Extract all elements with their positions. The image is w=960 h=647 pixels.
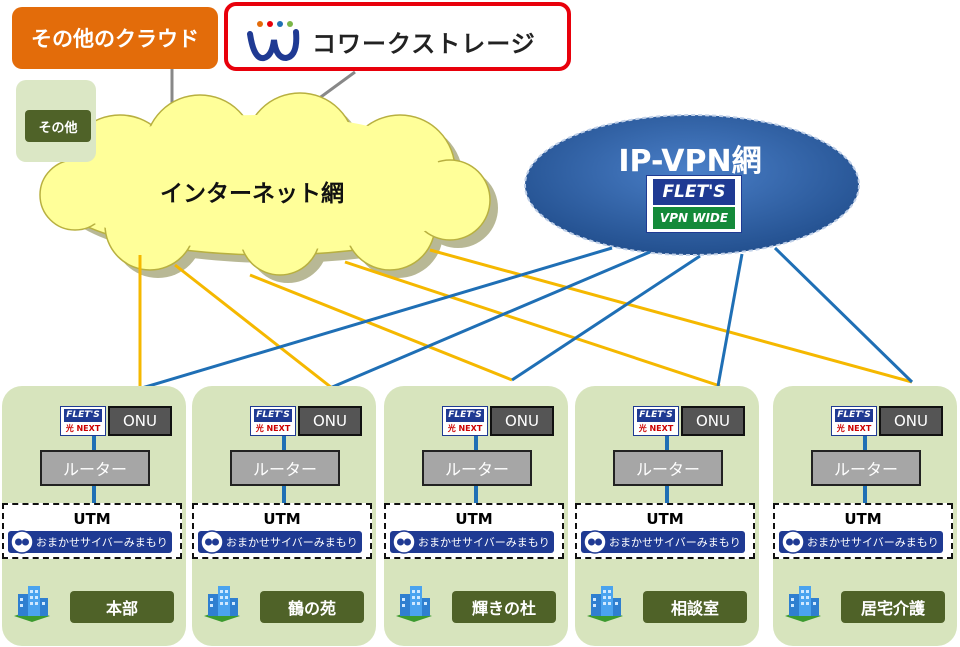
flets-badge-bottom: 光 NEXT bbox=[65, 424, 101, 433]
site-panel: FLET'S 光 NEXT ONU ルーター UTM おまかせサイバーみまもり bbox=[2, 386, 186, 646]
site-panel: FLET'S 光 NEXT ONU ルーター UTM おまかせサイバーみまもり bbox=[773, 386, 957, 646]
flets-vpn-wide-badge: FLET'S VPN WIDE bbox=[646, 175, 742, 233]
vpn-badge-top: FLET'S bbox=[653, 179, 735, 205]
building-icon bbox=[14, 586, 50, 622]
site-panel: FLET'S 光 NEXT ONU ルーター UTM おまかせサイバーみまもり bbox=[575, 386, 759, 646]
onu-box: ONU bbox=[879, 406, 943, 436]
omakase-label: おまかせサイバーみまもり bbox=[36, 536, 168, 549]
site-name-label: 居宅介護 bbox=[841, 591, 945, 623]
router-box: ルーター bbox=[230, 450, 340, 486]
router-utm-link bbox=[474, 486, 478, 503]
flets-badge-top: FLET'S bbox=[637, 409, 675, 422]
internet-links bbox=[138, 248, 913, 390]
omakase-cyber-mimamori-badge: おまかせサイバーみまもり bbox=[8, 530, 172, 554]
flets-badge-top: FLET'S bbox=[64, 409, 102, 422]
utm-box: UTM おまかせサイバーみまもり bbox=[192, 503, 372, 559]
omakase-label: おまかせサイバーみまもり bbox=[609, 536, 741, 549]
site-panel: FLET'S 光 NEXT ONU ルーター UTM おまかせサイバーみまもり bbox=[192, 386, 376, 646]
vpn-label: IP-VPN網 bbox=[618, 144, 762, 179]
vpn-badge-bottom: VPN WIDE bbox=[653, 207, 735, 229]
router-box: ルーター bbox=[422, 450, 532, 486]
utm-box: UTM おまかせサイバーみまもり bbox=[384, 503, 564, 559]
cowork-storage-box: コワークストレージ bbox=[224, 2, 571, 71]
vpn-links bbox=[141, 246, 914, 390]
site-name-label: 輝きの杜 bbox=[452, 591, 556, 623]
flets-badge-bottom: 光 NEXT bbox=[638, 424, 674, 433]
utm-label: UTM bbox=[844, 510, 882, 528]
onu-box: ONU bbox=[681, 406, 745, 436]
other-cloud-label: その他のクラウド bbox=[31, 27, 199, 51]
mimamori-shield-icon bbox=[392, 530, 416, 554]
omakase-cyber-mimamori-badge: おまかせサイバーみまもり bbox=[581, 530, 745, 554]
mimamori-shield-icon bbox=[583, 530, 607, 554]
utm-box: UTM おまかせサイバーみまもり bbox=[575, 503, 755, 559]
router-utm-link bbox=[863, 486, 867, 503]
onu-router-link bbox=[474, 436, 478, 450]
onu-router-link bbox=[863, 436, 867, 450]
utm-label: UTM bbox=[263, 510, 301, 528]
omakase-cyber-mimamori-badge: おまかせサイバーみまもり bbox=[779, 530, 943, 554]
building-icon bbox=[204, 586, 240, 622]
flets-hikari-badge: FLET'S 光 NEXT bbox=[831, 406, 877, 436]
flets-badge-top: FLET'S bbox=[254, 409, 292, 422]
internet-label: インターネット網 bbox=[160, 181, 344, 207]
flets-hikari-badge: FLET'S 光 NEXT bbox=[60, 406, 106, 436]
other-label: その他 bbox=[25, 110, 91, 142]
omakase-label: おまかせサイバーみまもり bbox=[226, 536, 358, 549]
cowork-storage-label: コワークストレージ bbox=[312, 30, 536, 58]
utm-label: UTM bbox=[73, 510, 111, 528]
router-box: ルーター bbox=[613, 450, 723, 486]
utm-label: UTM bbox=[646, 510, 684, 528]
onu-box: ONU bbox=[490, 406, 554, 436]
mimamori-shield-icon bbox=[10, 530, 34, 554]
site-name-label: 本部 bbox=[70, 591, 174, 623]
flets-badge-bottom: 光 NEXT bbox=[836, 424, 872, 433]
building-icon bbox=[396, 586, 432, 622]
flets-badge-bottom: 光 NEXT bbox=[255, 424, 291, 433]
building-icon bbox=[785, 586, 821, 622]
internet-cloud bbox=[39, 92, 498, 283]
cowork-logo-icon bbox=[247, 21, 300, 62]
router-utm-link bbox=[92, 486, 96, 503]
router-box: ルーター bbox=[40, 450, 150, 486]
onu-router-link bbox=[282, 436, 286, 450]
mimamori-shield-icon bbox=[781, 530, 805, 554]
router-utm-link bbox=[665, 486, 669, 503]
building-icon bbox=[587, 586, 623, 622]
onu-box: ONU bbox=[108, 406, 172, 436]
flets-badge-top: FLET'S bbox=[446, 409, 484, 422]
flets-badge-bottom: 光 NEXT bbox=[447, 424, 483, 433]
onu-router-link bbox=[665, 436, 669, 450]
omakase-label: おまかせサイバーみまもり bbox=[807, 536, 939, 549]
flets-badge-top: FLET'S bbox=[835, 409, 873, 422]
utm-box: UTM おまかせサイバーみまもり bbox=[773, 503, 953, 559]
omakase-cyber-mimamori-badge: おまかせサイバーみまもり bbox=[390, 530, 554, 554]
omakase-cyber-mimamori-badge: おまかせサイバーみまもり bbox=[198, 530, 362, 554]
site-name-label: 鶴の苑 bbox=[260, 591, 364, 623]
site-panel: FLET'S 光 NEXT ONU ルーター UTM おまかせサイバーみまもり bbox=[384, 386, 568, 646]
utm-label: UTM bbox=[455, 510, 493, 528]
flets-hikari-badge: FLET'S 光 NEXT bbox=[442, 406, 488, 436]
utm-box: UTM おまかせサイバーみまもり bbox=[2, 503, 182, 559]
site-name-label: 相談室 bbox=[643, 591, 747, 623]
onu-router-link bbox=[92, 436, 96, 450]
flets-hikari-badge: FLET'S 光 NEXT bbox=[250, 406, 296, 436]
mimamori-shield-icon bbox=[200, 530, 224, 554]
flets-hikari-badge: FLET'S 光 NEXT bbox=[633, 406, 679, 436]
router-utm-link bbox=[282, 486, 286, 503]
router-box: ルーター bbox=[811, 450, 921, 486]
omakase-label: おまかせサイバーみまもり bbox=[418, 536, 550, 549]
onu-box: ONU bbox=[298, 406, 362, 436]
other-cloud-box: その他のクラウド bbox=[12, 7, 218, 69]
